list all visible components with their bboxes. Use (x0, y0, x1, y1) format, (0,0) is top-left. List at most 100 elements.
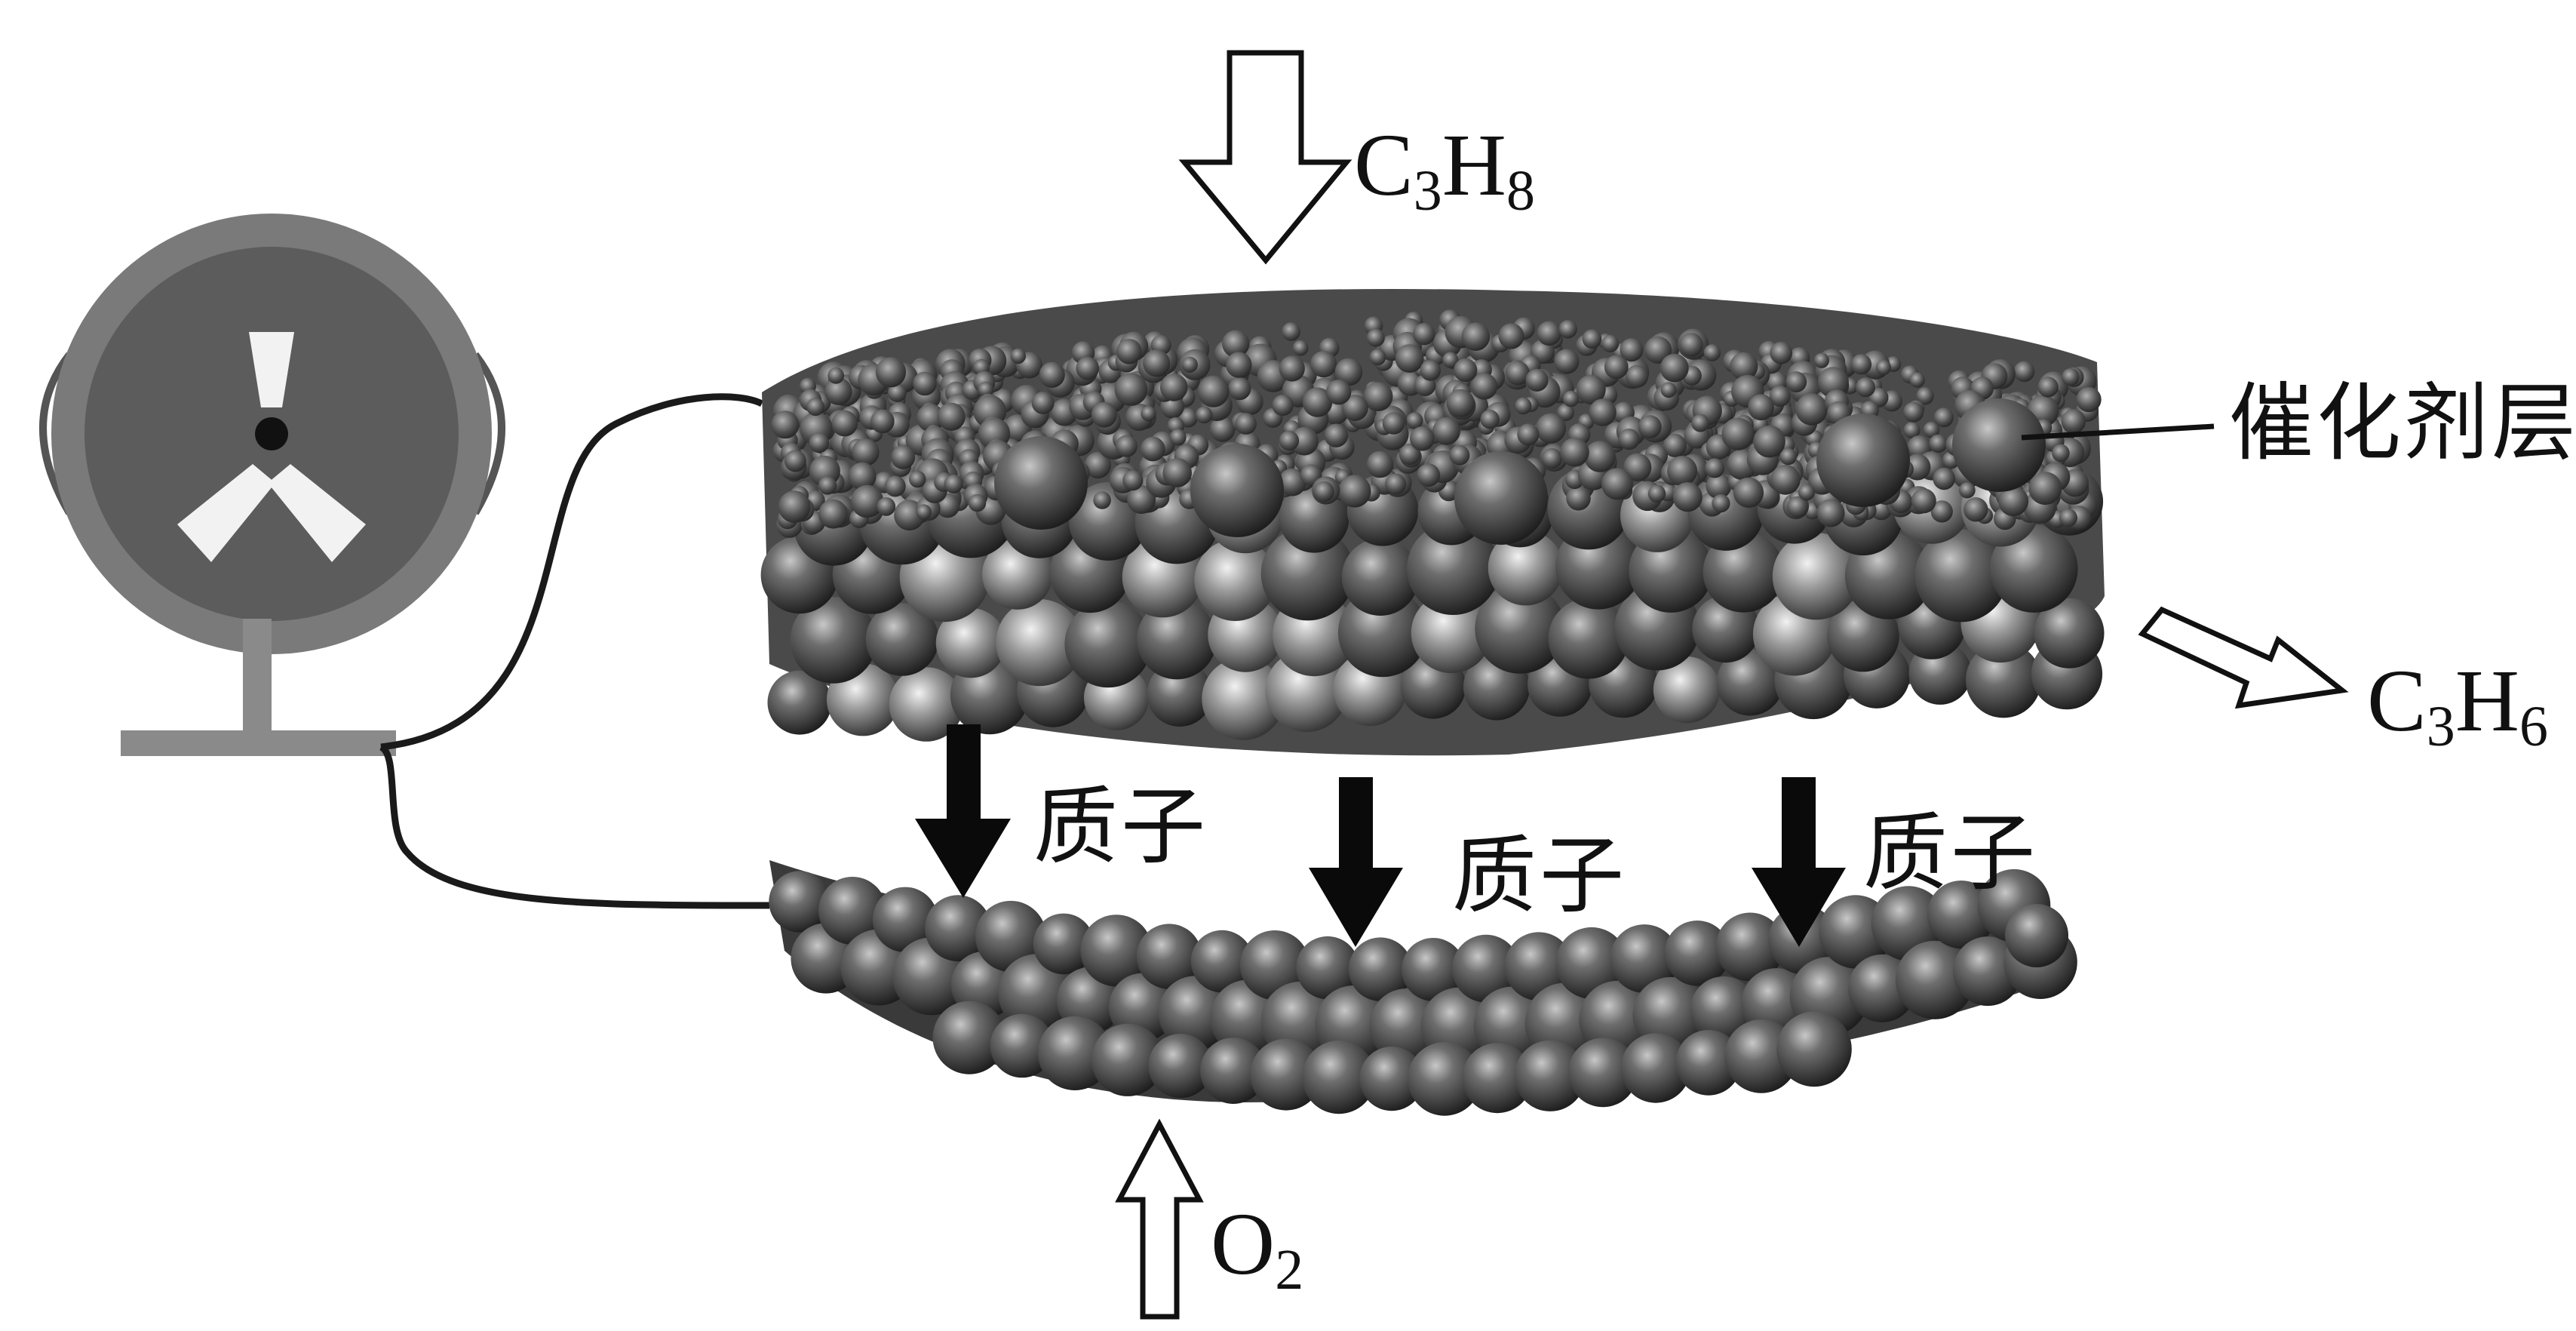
particle (2052, 444, 2070, 463)
particle (1115, 435, 1138, 457)
particle (778, 490, 811, 523)
particle (1623, 453, 1652, 481)
solid-arrow-down (915, 724, 1011, 898)
particle (1504, 932, 1574, 1001)
particle (1338, 475, 1371, 508)
particle (1541, 447, 1562, 469)
particle (1313, 481, 1334, 503)
particle (1382, 412, 1405, 435)
particle (1620, 338, 1644, 362)
hollow-arrow-right (2138, 606, 2349, 709)
particle (1290, 426, 1319, 456)
particle (994, 436, 1088, 530)
particle (1143, 349, 1171, 377)
particle (1348, 937, 1413, 1001)
particle (1279, 355, 1305, 382)
particle (2062, 368, 2080, 386)
particle (1610, 924, 1679, 993)
particle (1010, 348, 1027, 364)
particle (1250, 1038, 1322, 1111)
particle (1505, 361, 1530, 386)
particle (1566, 486, 1591, 511)
particle (790, 597, 877, 684)
particle (1952, 398, 2046, 492)
label-proton-2: 质子 (1452, 827, 1627, 925)
hollow-arrow-up (1115, 1118, 1204, 1320)
particle (1514, 1040, 1586, 1111)
particle (1136, 924, 1202, 989)
particle (1064, 601, 1152, 688)
particle (1795, 393, 1828, 426)
label-proton-1: 质子 (1033, 778, 1208, 876)
particle (1525, 368, 1549, 392)
particle (932, 1001, 1006, 1074)
particle (1141, 406, 1156, 422)
particle (1159, 373, 1188, 401)
particle (1770, 341, 1793, 364)
particle (1647, 484, 1666, 503)
particle (784, 450, 806, 472)
label-oxygen: O2 (1211, 1194, 1304, 1302)
particle (1420, 360, 1441, 381)
particle (1568, 1037, 1638, 1108)
particle (1148, 1034, 1213, 1099)
particle (1990, 524, 2078, 613)
particle (1399, 443, 1420, 466)
particle (1162, 458, 1192, 487)
particle (968, 493, 987, 512)
particle (1601, 468, 1633, 500)
particle (1366, 450, 1394, 478)
particle (1914, 529, 2008, 622)
particle (1278, 468, 1306, 496)
particle (1091, 1023, 1165, 1096)
label-proton-3: 质子 (1863, 804, 2038, 902)
particle (1554, 349, 1580, 374)
particle (1730, 352, 1758, 380)
particle (2034, 598, 2105, 669)
particle (1601, 334, 1620, 352)
particle (1930, 500, 1953, 523)
particle (1548, 598, 1629, 679)
catalyst-leader-line (2021, 423, 2215, 441)
particle (978, 381, 994, 398)
hollow-arrow-down (1178, 50, 1352, 265)
particle (1536, 413, 1566, 444)
particle (1408, 1042, 1481, 1116)
particle (1786, 496, 1808, 518)
particle (1310, 351, 1337, 378)
particle (1432, 417, 1460, 445)
particle (1296, 936, 1359, 1000)
particle (1582, 329, 1602, 349)
particle (1537, 321, 1561, 346)
particle (1702, 531, 1784, 613)
particle (1127, 485, 1156, 515)
particle (1084, 451, 1111, 479)
particle (1200, 1037, 1267, 1104)
particle (809, 432, 830, 453)
particle (1816, 499, 1845, 527)
particle (1137, 599, 1217, 680)
catalyst-layer (760, 289, 2105, 756)
particle (818, 499, 848, 529)
particle (1363, 382, 1393, 411)
particle (1776, 1011, 1852, 1087)
particle (1442, 352, 1459, 368)
wire-bottom (379, 743, 770, 909)
particle (1413, 323, 1435, 346)
label-propylene: C3H6 (2367, 651, 2548, 758)
particle (1998, 486, 2029, 517)
particle (1703, 344, 1721, 361)
particle (877, 497, 896, 516)
particle (1625, 364, 1649, 388)
particle (1675, 1029, 1742, 1096)
particle (1033, 913, 1095, 975)
particle (1147, 661, 1213, 727)
particle (1663, 433, 1687, 457)
particle (1644, 336, 1672, 364)
particle (2061, 409, 2086, 434)
particle (1197, 375, 1230, 407)
particle (1875, 359, 1891, 376)
particle (916, 404, 945, 432)
